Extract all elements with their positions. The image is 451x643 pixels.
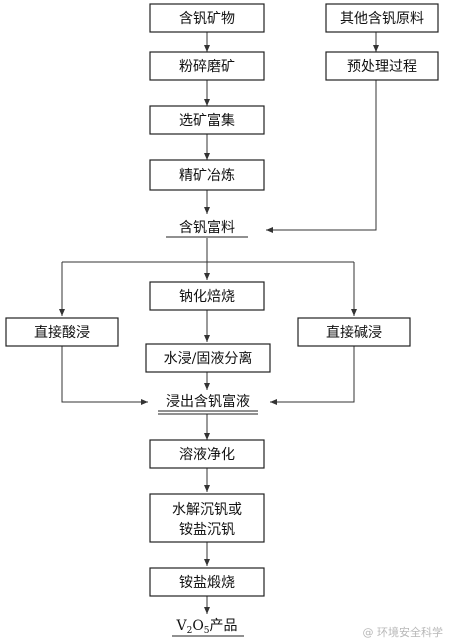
node-pretreatment-label: 预处理过程	[347, 59, 417, 75]
product-element-o: O	[192, 618, 203, 634]
arrow-acid-to-leachate	[61, 346, 148, 405]
node-ore: 含钒矿物	[149, 3, 265, 33]
node-product: V2O5产品	[172, 618, 244, 637]
arrow-alkali-to-leachate	[270, 346, 355, 405]
node-calcination-label: 铵盐煅烧	[179, 575, 235, 591]
node-sodium-roasting-label: 钠化焙烧	[179, 289, 235, 305]
node-grinding-label: 粉碎磨矿	[179, 59, 235, 75]
node-sodium-roasting: 钠化焙烧	[149, 281, 265, 311]
node-precipitation-label-1: 水解沉钒或	[172, 502, 242, 518]
node-leachate: 浸出含钒富液	[158, 393, 258, 415]
node-other-raw: 其他含钒原料	[325, 3, 439, 33]
node-leachate-label: 浸出含钒富液	[166, 393, 250, 410]
node-beneficiation-label: 选矿富集	[179, 112, 235, 129]
node-pretreatment: 预处理过程	[325, 51, 439, 81]
product-suffix: 产品	[210, 618, 238, 634]
node-grinding: 粉碎磨矿	[149, 51, 265, 81]
node-beneficiation: 选矿富集	[149, 105, 265, 135]
product-element-v: V	[175, 618, 187, 634]
arrow-pretreatment-to-enriched	[266, 80, 377, 233]
node-precipitation: 水解沉钒或 铵盐沉钒	[149, 493, 265, 543]
product-subscript-2: 5	[204, 626, 210, 636]
node-concentrate-smelting: 精矿冶炼	[149, 159, 265, 191]
node-purification-label: 溶液净化	[179, 447, 235, 463]
connectors	[59, 32, 379, 614]
node-alkali-leach: 直接碱浸	[297, 317, 411, 347]
node-acid-leach: 直接酸浸	[5, 317, 119, 347]
node-alkali-leach-label: 直接碱浸	[326, 324, 382, 341]
node-product-label: V2O5产品	[175, 618, 237, 636]
node-ore-label: 含钒矿物	[179, 11, 235, 27]
node-purification: 溶液净化	[149, 439, 265, 469]
node-water-leach: 水浸/固液分离	[145, 343, 271, 373]
node-precipitation-label-2: 铵盐沉钒	[179, 522, 235, 538]
watermark-text: @ 环境安全科学	[363, 625, 444, 639]
node-enriched: 含钒富料	[166, 219, 248, 238]
node-acid-leach-label: 直接酸浸	[34, 324, 90, 341]
node-concentrate-smelting-label: 精矿冶炼	[179, 168, 235, 184]
node-water-leach-label: 水浸/固液分离	[164, 350, 253, 367]
node-calcination: 铵盐煅烧	[149, 567, 265, 597]
node-other-raw-label: 其他含钒原料	[340, 11, 424, 27]
product-subscript-1: 2	[187, 626, 193, 636]
node-enriched-label: 含钒富料	[179, 219, 235, 236]
